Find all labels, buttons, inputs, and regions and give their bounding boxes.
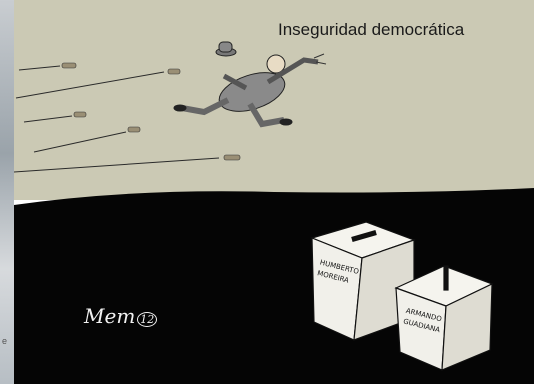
- signature-year: 12: [137, 312, 158, 327]
- cartoon-illustration: [14, 0, 534, 384]
- running-man-figure: [173, 53, 327, 128]
- left-background-strip: e: [0, 0, 14, 384]
- hat-icon: [215, 41, 237, 57]
- bullet-trails: [14, 65, 220, 173]
- ballot-box-right: [394, 265, 494, 371]
- cartoon-panel: Inseguridad democrática HUMBERTO MOREIRA…: [14, 0, 534, 384]
- edge-mark-text: e: [2, 336, 8, 346]
- signature-name: Mem: [84, 304, 136, 328]
- cartoon-title: Inseguridad democrática: [278, 20, 465, 39]
- bullets: [61, 62, 241, 161]
